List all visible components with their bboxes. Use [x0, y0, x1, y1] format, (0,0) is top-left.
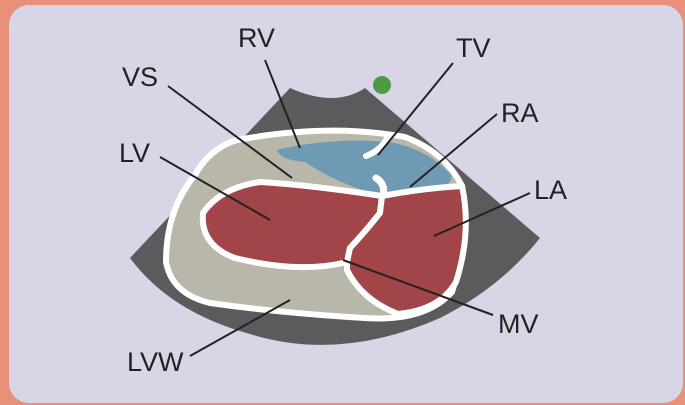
label-lvw: LVW [127, 347, 184, 377]
label-lv: LV [119, 138, 150, 168]
label-la: LA [534, 175, 567, 205]
label-vs: VS [122, 62, 158, 92]
label-rv: RV [238, 23, 275, 53]
label-mv: MV [498, 309, 539, 339]
label-tv: TV [456, 33, 491, 63]
label-ra: RA [501, 98, 539, 128]
probe-orientation-dot [373, 76, 391, 94]
